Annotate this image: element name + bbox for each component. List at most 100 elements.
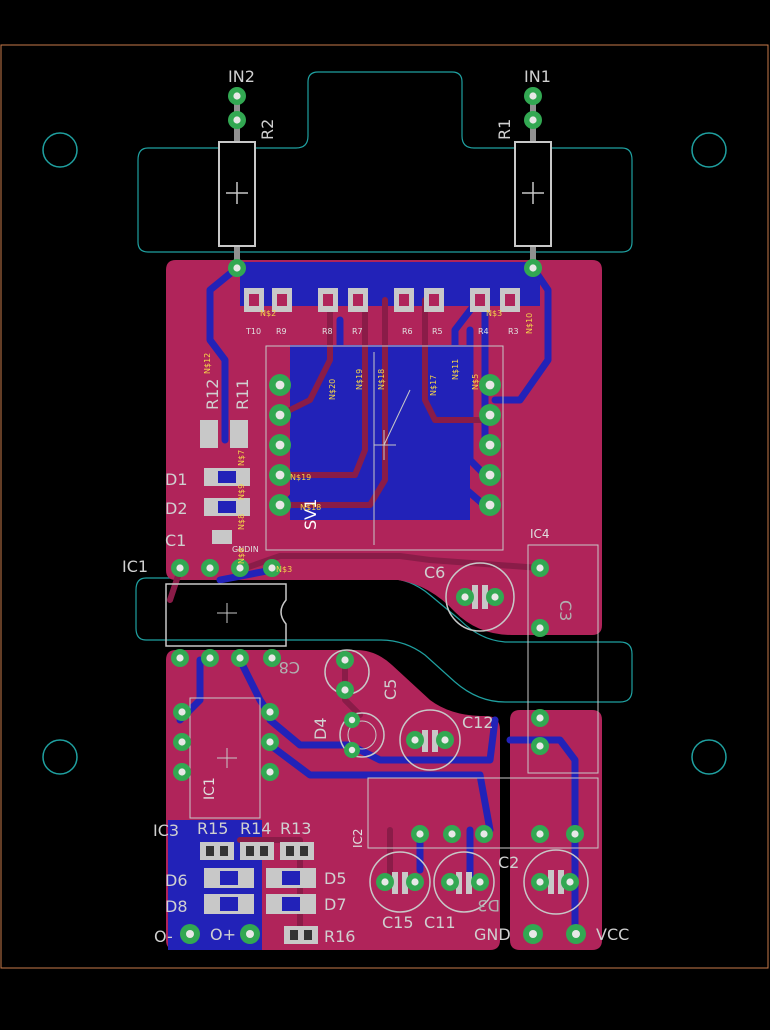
pad-hole [341, 656, 349, 664]
pad-hole [233, 92, 241, 100]
label-d8: D8 [165, 897, 188, 916]
capacitor-c6 [445, 562, 515, 632]
label-d5: D5 [324, 869, 347, 888]
pad-hole [485, 500, 495, 510]
resistor-r14 [240, 842, 274, 860]
pad-hole [536, 878, 544, 886]
pad-hole [275, 410, 285, 420]
smd-pad-inner [323, 294, 333, 306]
pad-hole [536, 742, 544, 750]
resistor-r13 [280, 842, 314, 860]
pad-hole [446, 878, 454, 886]
pad-hole [268, 564, 276, 572]
net-n19: N$19 [355, 369, 364, 390]
net-n18: N$18 [377, 369, 386, 390]
pad-hole [461, 593, 469, 601]
pad-hole [416, 830, 424, 838]
pad-hole [441, 736, 449, 744]
pad-hole [233, 116, 241, 124]
pad-hole [571, 830, 579, 838]
pad-hole [186, 930, 194, 938]
diode-d4-led [339, 712, 385, 758]
pad-hole [485, 470, 495, 480]
diode-d2 [204, 498, 250, 516]
ic4-outline [527, 544, 599, 774]
pad-hole [411, 736, 419, 744]
smd-pad-inner [249, 294, 259, 306]
net-t10: T10 [245, 327, 261, 336]
resistor-r16 [284, 926, 318, 944]
net-n19b: N$19 [290, 473, 311, 482]
pad-hole [275, 470, 285, 480]
label-c8: C8 [279, 658, 300, 677]
label-c12: C12 [462, 713, 494, 732]
label-c11: C11 [424, 913, 456, 932]
label-c15: C15 [382, 913, 414, 932]
pad-hole [348, 746, 356, 754]
label-ic1: IC1 [122, 557, 148, 576]
pad-hole [266, 738, 274, 746]
net-n9: N$9 [237, 484, 246, 500]
label-c6: C6 [424, 563, 445, 582]
board-outline [0, 44, 769, 969]
capacitor-c11 [433, 851, 495, 913]
smd-pad-inner [475, 294, 485, 306]
pad-hole [206, 564, 214, 572]
pad-hole [529, 930, 537, 938]
bottom-traces [176, 264, 579, 934]
smd-row-top [244, 288, 520, 312]
pad-hole [536, 830, 544, 838]
label-in1: IN1 [524, 67, 551, 86]
smd-pad-inner [399, 294, 409, 306]
pad-hole [176, 564, 184, 572]
capacitor-c15 [369, 851, 431, 913]
label-ic1-bottom: IC1 [202, 777, 218, 800]
label-ic3: IC3 [153, 821, 179, 840]
pad-hole [536, 624, 544, 632]
mounting-hole [691, 739, 727, 775]
label-d4: D4 [311, 718, 330, 741]
net-r7: R7 [352, 327, 363, 336]
label-c2: C2 [498, 853, 519, 872]
label-r16: R16 [324, 927, 355, 946]
net-n3: N$3 [486, 309, 502, 318]
sv1-outline [265, 345, 504, 551]
net-n11: N$11 [451, 359, 460, 380]
diode-d1 [204, 468, 250, 486]
pads [171, 87, 586, 944]
net-r5: R5 [432, 327, 443, 336]
pad-hole [536, 714, 544, 722]
pad-hole [529, 116, 537, 124]
label-d7: D7 [324, 895, 347, 914]
net-r6: R6 [402, 327, 413, 336]
top-traces [167, 297, 543, 933]
capacitor-c1 [212, 530, 232, 544]
label-r11: R11 [233, 379, 252, 410]
mounting-hole [42, 739, 78, 775]
pad-hole [485, 410, 495, 420]
net-n8: N$8 [237, 514, 246, 530]
diode-d7 [266, 894, 316, 914]
net-n7: N$7 [237, 450, 246, 466]
net-n5: N$5 [471, 374, 480, 390]
pad-hole [491, 593, 499, 601]
pad-hole [381, 878, 389, 886]
pad-hole [266, 708, 274, 716]
net-n20: N$20 [328, 379, 337, 400]
resistor-r15 [200, 842, 234, 860]
pad-hole [529, 264, 537, 272]
mounting-hole [42, 132, 78, 168]
mill-cutout-middle [135, 577, 633, 703]
label-r13: R13 [280, 819, 311, 838]
pad-hole [529, 92, 537, 100]
pad-hole [341, 686, 349, 694]
top-copper-pour-right [510, 710, 602, 950]
label-r2: R2 [258, 119, 277, 140]
pad-hole [236, 564, 244, 572]
net-n18b: N$18 [300, 503, 321, 512]
pad-hole [411, 878, 419, 886]
label-r15: R15 [197, 819, 228, 838]
label-c5: C5 [381, 679, 400, 700]
net-r3: R3 [508, 327, 519, 336]
